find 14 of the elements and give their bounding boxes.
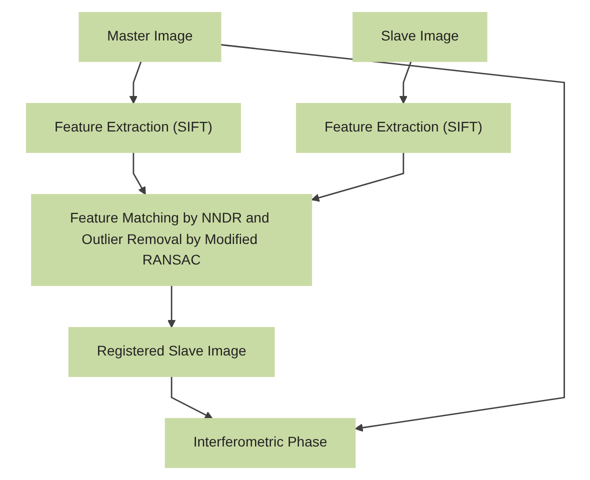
arrow (170, 376, 212, 419)
node-box: Registered Slave Image (68, 327, 274, 377)
arrow (167, 286, 176, 328)
arrow (128, 61, 142, 104)
node-box: Feature Extraction (SIFT) (26, 103, 241, 153)
arrow (398, 61, 412, 104)
node-box: Slave Image (352, 12, 487, 62)
node-box: Interferometric Phase (164, 418, 356, 468)
arrow (220, 44, 565, 432)
arrow (132, 152, 146, 195)
node-box: Feature Matching by NNDR and Outlier Removal by Modified RANSAC (30, 194, 312, 286)
node-box: Feature Extraction (SIFT) (296, 103, 510, 153)
arrow (310, 152, 404, 202)
node-box: Master Image (78, 12, 221, 62)
